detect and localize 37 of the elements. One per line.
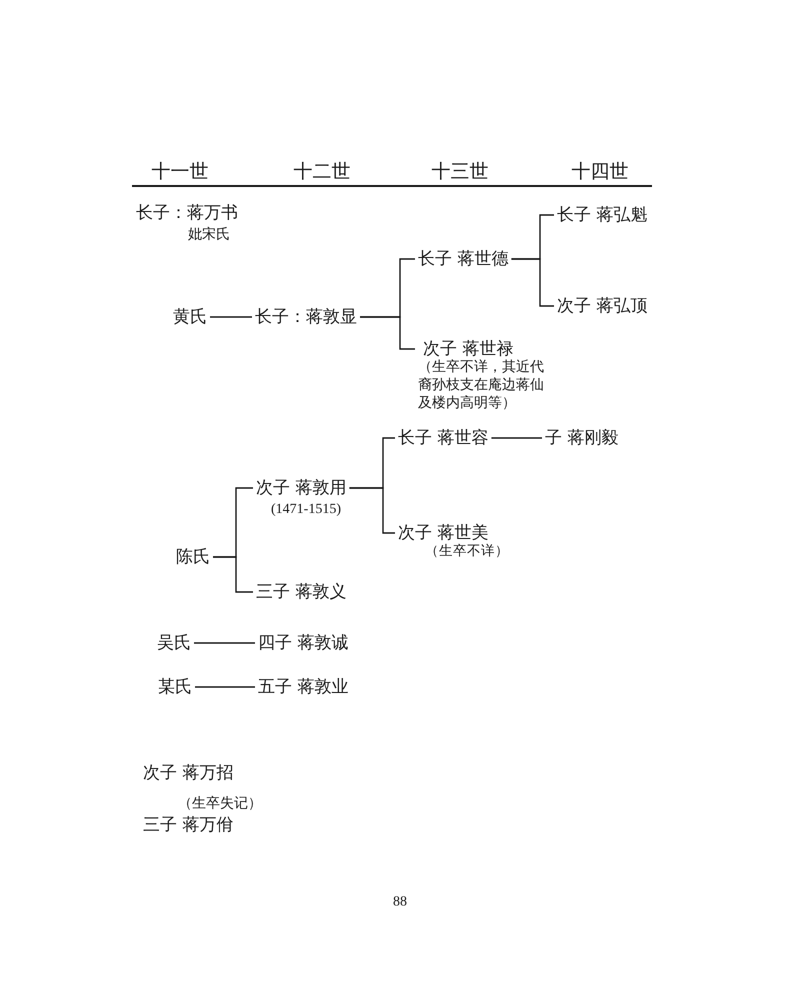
spouse-name: 某氏 [155, 676, 195, 698]
spouse-name: 妣宋氏 [188, 226, 230, 244]
person-name: 长子：蒋万书 [136, 202, 238, 224]
person-name: 三子 蒋万佾 [143, 814, 234, 836]
person-name: 次子 蒋世禄 [423, 338, 514, 359]
generation-heading: 十一世 [152, 160, 208, 184]
person-name: 长子 蒋弘魁 [554, 204, 650, 226]
note-text: （生卒不详） [425, 543, 509, 560]
life-dates: (1471-1515) [271, 501, 342, 520]
person-name: 四子 蒋敦诚 [255, 632, 352, 654]
spouse-name: 黄氏 [170, 306, 210, 328]
connector-line [491, 437, 542, 439]
connector-line [195, 686, 255, 688]
person-name: 长子 蒋世德 [415, 248, 512, 270]
page-number: 88 [393, 894, 407, 912]
connector-line [213, 556, 253, 593]
connector-line [194, 642, 255, 644]
connector-line [210, 316, 252, 318]
person-name: 子 蒋刚毅 [542, 428, 622, 448]
person-name: 五子 蒋敦业 [255, 676, 352, 698]
person-name: 长子 蒋世容 [395, 428, 492, 448]
person-name: 长子：蒋敦显 [252, 306, 360, 328]
generation-heading: 十二世 [294, 160, 350, 184]
person-name: 三子 蒋敦义 [253, 582, 350, 602]
person-name: 次子 蒋敦用 [256, 478, 346, 498]
note-text: （生卒失记） [178, 796, 262, 812]
spouse-name: 吴氏 [154, 632, 194, 654]
person-name: 次子 蒋弘顶 [554, 296, 650, 316]
generation-heading: 十四世 [572, 160, 628, 184]
connector-line [360, 316, 415, 350]
person-name: 次子 蒋世美 [398, 522, 490, 544]
connector-line [349, 487, 395, 534]
spouse-name: 陈氏 [173, 546, 213, 568]
person-name: 次子 蒋万招 [143, 762, 234, 784]
connector-line [511, 258, 554, 307]
note-text: （生卒不详，其近代裔孙枝支在庵边蒋仙及楼内高明等） [418, 359, 544, 413]
generation-heading: 十三世 [432, 160, 488, 184]
